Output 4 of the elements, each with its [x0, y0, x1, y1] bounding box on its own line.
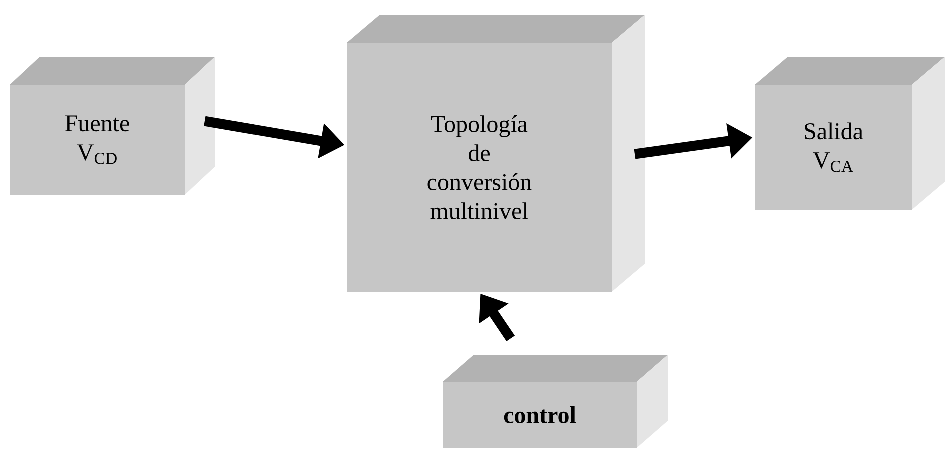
cube-box: Salida V$_{CA}$	[755, 57, 945, 210]
cube-box: Topología de conversión multinivel	[347, 15, 645, 292]
cube-box: Fuente V$_{CD}$	[10, 57, 215, 195]
cube-box: control	[443, 355, 668, 448]
